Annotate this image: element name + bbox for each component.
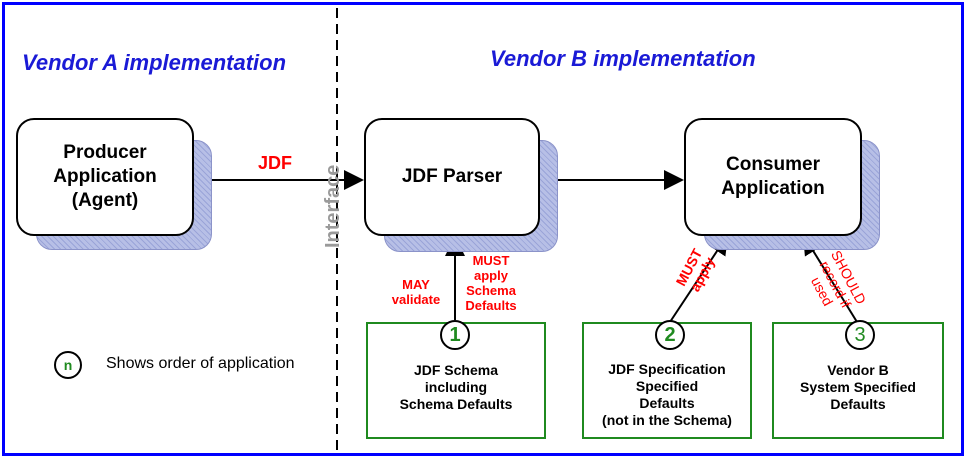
consumer-application-box: Consumer Application xyxy=(684,118,862,236)
jdf-flow-label: JDF xyxy=(258,153,293,173)
order-badge-1: 1 xyxy=(440,320,470,350)
interface-label: Interface xyxy=(322,164,344,248)
must-apply-schema-annotation: MUST apply Schema Defaults xyxy=(465,253,517,313)
may-validate-annotation: MAY validate xyxy=(391,277,441,307)
vendor-b-heading: Vendor B implementation xyxy=(490,46,756,71)
producer-application-box: Producer Application (Agent) xyxy=(16,118,194,236)
order-badge-3: 3 xyxy=(845,320,875,350)
vendor-a-heading: Vendor A implementation xyxy=(22,50,287,75)
arrow-spec-to-consumer xyxy=(669,234,729,323)
arrow-vendor-to-consumer xyxy=(802,234,858,323)
jdf-parser-box: JDF Parser xyxy=(364,118,540,236)
order-badge-2: 2 xyxy=(655,320,685,350)
legend-order-symbol: n xyxy=(54,351,82,379)
legend-text: Shows order of application xyxy=(106,355,295,372)
